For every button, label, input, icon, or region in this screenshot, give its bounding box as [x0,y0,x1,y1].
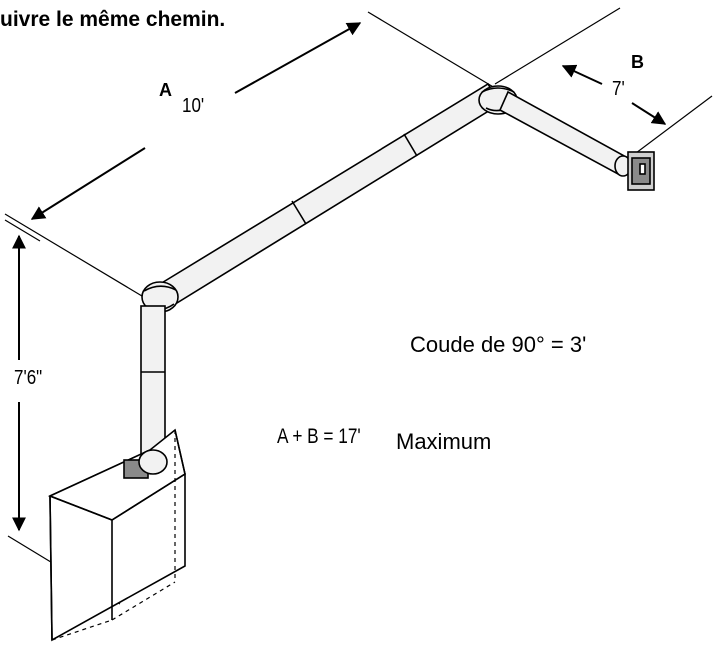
flue-collar [123,449,168,479]
elbow-rule: Coude de 90° = 3' [410,332,587,357]
vertical-length: 7'6" [14,367,43,389]
vertical-pipe [140,305,166,457]
appliance-hidden-edges [51,430,176,641]
dimension-a-length: 10' [182,95,205,117]
maximum-label: Maximum [396,429,492,454]
dimension-a-letter: A [159,80,172,100]
dimension-b-letter: B [631,52,644,72]
length-sum-rule: A + B = 17' [277,425,361,448]
dimension-a-extension-lines [4,11,496,303]
wall-terminal [614,151,655,191]
pipe-run-b [498,90,630,176]
page-heading: uivre le même chemin. [0,8,226,31]
dimension-b-length: 7' [612,78,625,100]
dimension-b-extension-lines [494,7,713,157]
pipe-run-a [158,82,502,308]
appliance [47,428,186,642]
dimension-b-arrow [561,64,667,125]
dimension-a-arrow [30,22,362,220]
